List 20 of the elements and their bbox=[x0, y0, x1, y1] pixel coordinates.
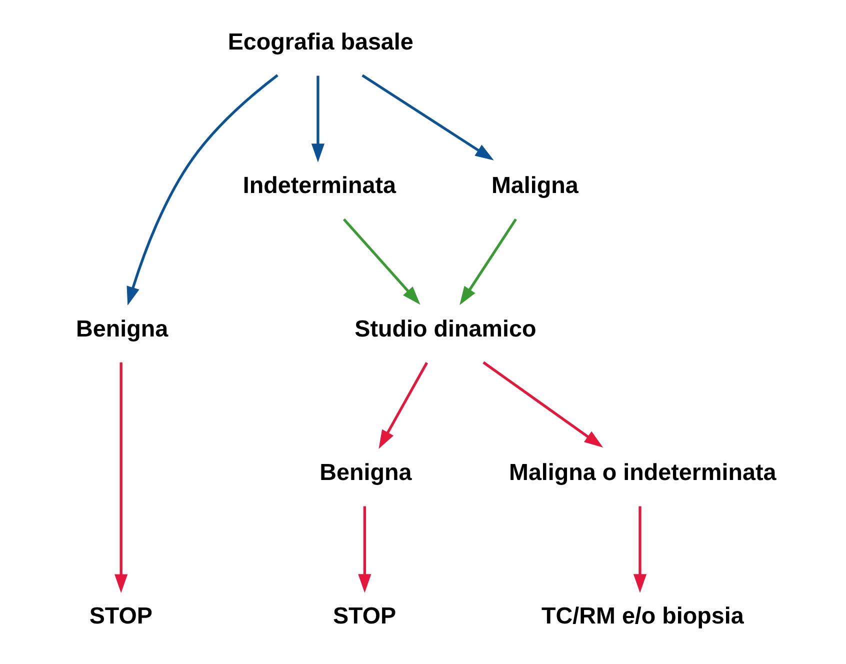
arrow bbox=[482, 361, 603, 448]
arrow bbox=[361, 74, 494, 160]
arrow bbox=[358, 506, 371, 593]
node-text: Benigna bbox=[76, 316, 168, 342]
arrow bbox=[632, 506, 646, 593]
node-text: Benigna bbox=[319, 459, 412, 485]
node-text: Studio dinamico bbox=[354, 316, 536, 342]
arrow bbox=[459, 218, 516, 306]
arrow bbox=[342, 218, 420, 305]
arrow bbox=[114, 362, 128, 593]
node-text: Maligna o indeterminata bbox=[508, 459, 776, 485]
arrow bbox=[310, 76, 324, 162]
node-text: Maligna bbox=[490, 172, 578, 198]
node-text: TC/RM e/o biopsia bbox=[541, 602, 744, 628]
node-text: STOP bbox=[332, 602, 396, 628]
node-text: Ecografia basale bbox=[227, 28, 413, 55]
node-text: STOP bbox=[88, 602, 152, 628]
arrow bbox=[126, 74, 278, 306]
node-text: Indeterminata bbox=[242, 172, 396, 198]
arrow bbox=[378, 362, 428, 449]
